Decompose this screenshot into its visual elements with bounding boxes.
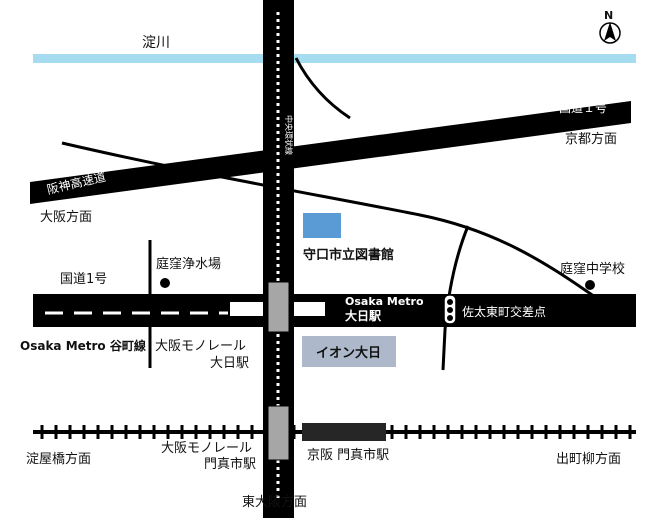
monorail-kadoma-station (267, 405, 290, 461)
library-building (303, 213, 341, 238)
label-water-plant: 庭窪浄水場 (156, 256, 221, 272)
label-monorail-kadoma1: 大阪モノレール (161, 441, 252, 456)
label-metro-line1: Osaka Metro (345, 295, 424, 308)
yodo-river (33, 54, 636, 63)
label-monorail-dainichi1: 大阪モノレール (155, 339, 246, 354)
label-route1-w: 国道1号 (60, 272, 107, 287)
label-kyoto: 京都方面 (565, 131, 617, 147)
label-monorail-dainichi2: 大日駅 (210, 356, 249, 371)
road-curve-to-route1 (294, 57, 351, 120)
middle-school-dot (585, 280, 595, 290)
label-intersection: 佐太東町交差点 (462, 304, 546, 319)
label-monorail-kadoma2: 門真市駅 (204, 456, 256, 472)
label-middle-school: 庭窪中学校 (560, 261, 625, 277)
label-chuo-kanjo: 中央環状線 (284, 115, 294, 155)
monorail-dainichi-station (267, 281, 290, 333)
label-yodo-river: 淀川 (142, 35, 170, 51)
keihan-kadoma-station (302, 423, 386, 441)
label-aeon: イオン大日 (316, 345, 381, 361)
hanshin-expressway (30, 101, 631, 204)
label-route1-ne: 国道１号 (559, 101, 607, 115)
label-higashi-osaka: 東大阪方面 (242, 494, 307, 510)
label-yodoyabashi: 淀屋橋方面 (26, 451, 91, 467)
rail-ties (40, 425, 632, 439)
label-library: 守口市立図書館 (303, 247, 394, 263)
water-plant-dot (160, 278, 170, 288)
label-keihan-kadoma: 京阪 門真市駅 (307, 447, 389, 463)
route1-horizontal (33, 294, 636, 327)
north-arrow-icon: N (599, 9, 621, 44)
aeon-building (302, 336, 396, 367)
label-demachiyanagi: 出町柳方面 (556, 451, 621, 467)
label-tanimachi: Osaka Metro 谷町線 (20, 338, 146, 353)
traffic-signal-icon (443, 294, 457, 325)
label-osaka: 大阪方面 (40, 209, 92, 225)
svg-text:N: N (604, 9, 613, 22)
label-metro-line2: 大日駅 (345, 308, 382, 323)
